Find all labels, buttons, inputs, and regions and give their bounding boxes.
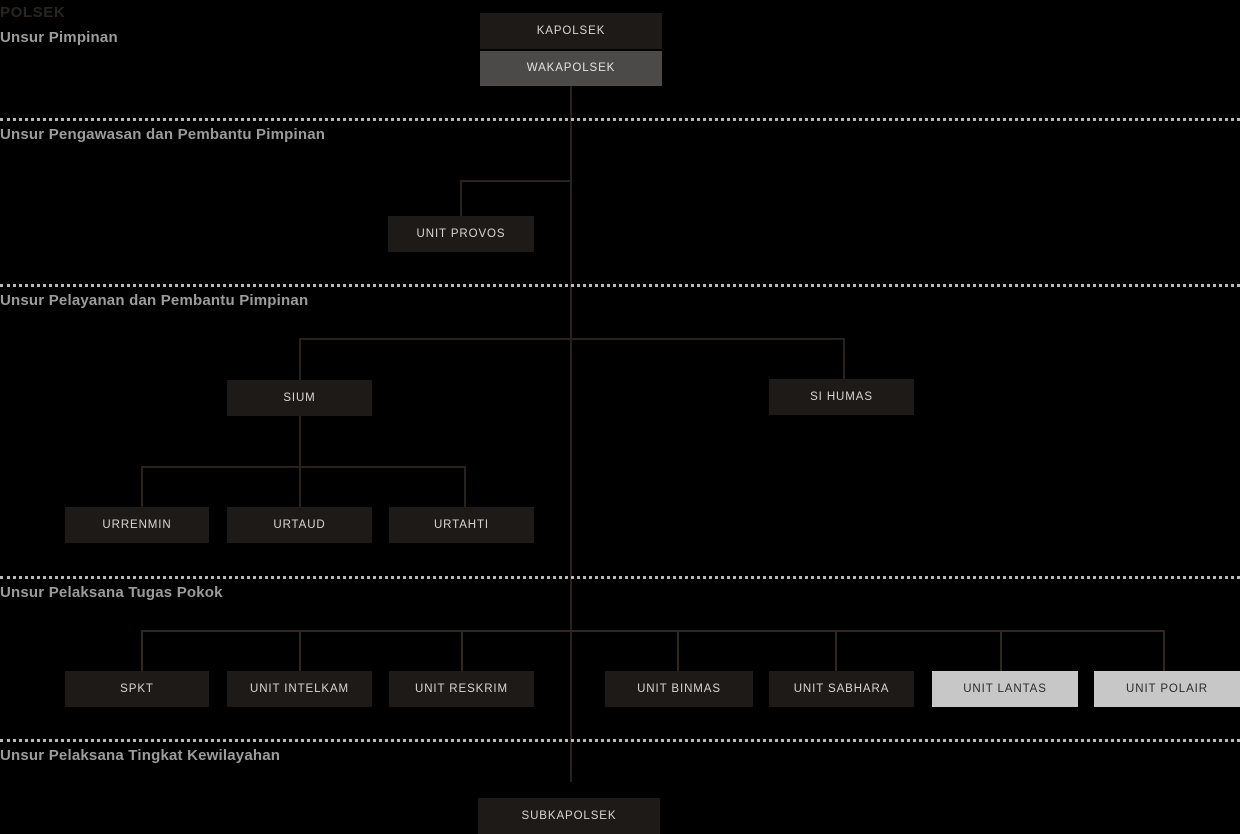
connector-polair-drop	[1163, 630, 1165, 671]
node-subkapolsek[interactable]: SUBKAPOLSEK	[478, 798, 660, 834]
connector-reskrim-drop	[461, 630, 463, 671]
node-kapolsek[interactable]: KAPOLSEK	[480, 13, 662, 49]
band-label-unsur-pelaksana-tugas: Unsur Pelaksana Tugas Pokok	[0, 584, 223, 601]
connector-intelkam-drop	[299, 630, 301, 671]
node-sium[interactable]: SIUM	[227, 380, 372, 416]
divider-2	[0, 284, 1240, 287]
node-unit-binmas[interactable]: UNIT BINMAS	[605, 671, 753, 707]
node-si-humas[interactable]: SI HUMAS	[769, 379, 914, 415]
connector-urrenmin-drop	[141, 466, 143, 507]
node-urtaud[interactable]: URTAUD	[227, 507, 372, 543]
band-label-unsur-pengawasan: Unsur Pengawasan dan Pembantu Pimpinan	[0, 126, 326, 143]
node-unit-reskrim[interactable]: UNIT RESKRIM	[389, 671, 534, 707]
divider-3	[0, 576, 1240, 579]
connector-urtahti-drop	[464, 466, 466, 507]
connector-ur-horizontal	[141, 466, 466, 468]
connector-sium-drop	[299, 338, 301, 380]
node-unit-lantas[interactable]: UNIT LANTAS	[932, 671, 1078, 707]
connector-binmas-drop	[677, 630, 679, 671]
divider-4	[0, 739, 1240, 742]
divider-1	[0, 118, 1240, 121]
connector-sihumas-drop	[843, 338, 845, 380]
connector-provos-horizontal	[460, 180, 572, 182]
node-unit-intelkam[interactable]: UNIT INTELKAM	[227, 671, 372, 707]
band-label-unsur-pelayanan: Unsur Pelayanan dan Pembantu Pimpinan	[0, 292, 309, 309]
connector-sabhara-drop	[835, 630, 837, 671]
connector-spkt-drop	[141, 630, 143, 671]
node-urtahti[interactable]: URTAHTI	[389, 507, 534, 543]
page-title: POLSEK	[0, 4, 66, 21]
node-unit-provos[interactable]: UNIT PROVOS	[388, 216, 534, 252]
node-spkt[interactable]: SPKT	[65, 671, 209, 707]
node-wakapolsek[interactable]: WAKAPOLSEK	[480, 51, 662, 86]
connector-urtaud-drop	[299, 466, 301, 507]
connector-sium-humas-horizontal	[299, 338, 845, 340]
connector-provos-vertical	[460, 180, 462, 216]
node-unit-sabhara[interactable]: UNIT SABHARA	[769, 671, 914, 707]
connector-sium-stem	[299, 416, 301, 466]
band-label-unsur-pelaksana-kewilayahan: Unsur Pelaksana Tingkat Kewilayahan	[0, 747, 281, 764]
connector-lantas-drop	[1000, 630, 1002, 671]
band-label-unsur-pimpinan: Unsur Pimpinan	[0, 29, 118, 46]
connector-pelaksana-horizontal	[141, 630, 1165, 632]
trunk-line-main	[570, 86, 572, 782]
node-urrenmin[interactable]: URRENMIN	[65, 507, 209, 543]
node-unit-polair[interactable]: UNIT POLAIR	[1094, 671, 1240, 707]
